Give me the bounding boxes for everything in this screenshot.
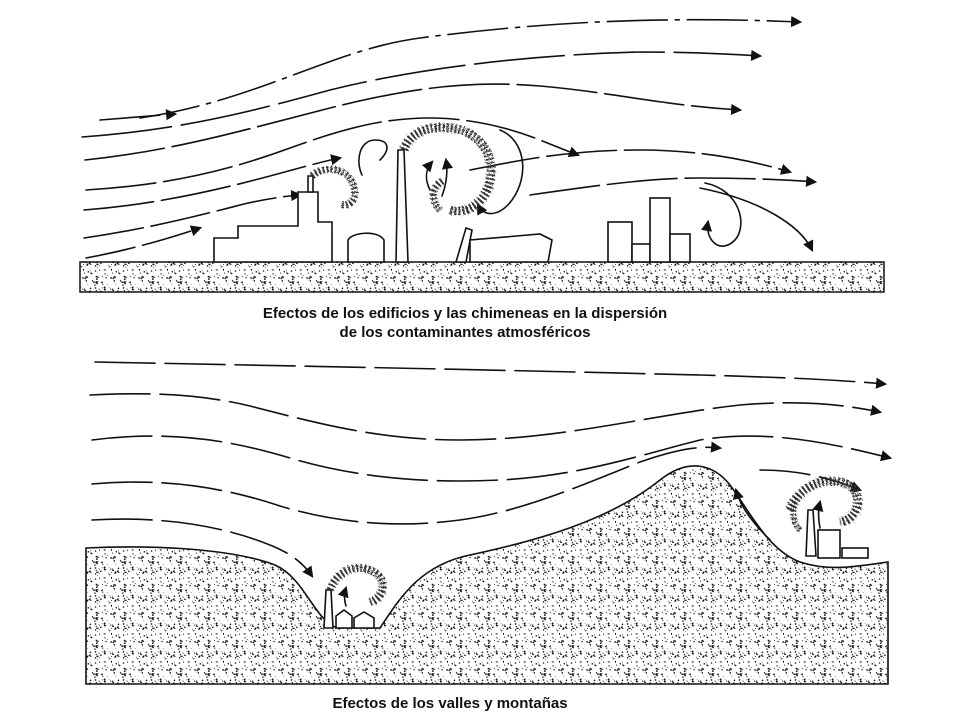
streamline <box>469 149 793 175</box>
smoke-plume-ridge <box>785 476 863 533</box>
swirl-arrow <box>337 585 349 607</box>
bottom-panel <box>85 361 893 685</box>
top-panel <box>79 16 885 293</box>
building-block <box>649 197 671 263</box>
streamline <box>732 487 771 541</box>
swirl-arrow <box>421 160 434 191</box>
building-block <box>841 547 869 559</box>
streamline <box>476 129 524 216</box>
swirl-arrow <box>812 499 824 529</box>
chimney-small <box>307 175 314 193</box>
wind-streamlines-top <box>81 16 818 259</box>
buildings-cluster-left <box>213 149 553 263</box>
streamline <box>94 361 888 389</box>
caption-buildings-line1: Efectos de los edificios y las chimeneas… <box>262 305 668 322</box>
streamline <box>85 225 203 259</box>
house <box>353 611 375 629</box>
smoke-plume <box>326 564 387 606</box>
caption-buildings: Efectos de los edificios y las chimeneas… <box>200 304 730 342</box>
ground-slab-top <box>79 261 885 293</box>
streamline <box>89 392 883 441</box>
streamline <box>91 435 893 482</box>
house <box>335 609 353 629</box>
streamline <box>139 16 803 119</box>
streamline <box>529 175 818 196</box>
building-block <box>213 191 333 263</box>
streamline <box>699 187 814 253</box>
streamline <box>81 49 763 138</box>
smoke-plume <box>430 176 446 213</box>
building-block <box>607 221 633 263</box>
valley-factory <box>323 589 375 629</box>
buildings-cluster-right <box>607 197 691 263</box>
streamline <box>99 109 178 121</box>
stack <box>323 589 334 629</box>
smoke-plume-valley <box>326 564 387 606</box>
building-block <box>817 529 841 559</box>
smoke-plume <box>785 476 863 527</box>
ridge-factory <box>805 509 869 559</box>
domed-building <box>347 232 385 263</box>
streamline <box>85 117 581 191</box>
streamline <box>83 190 303 239</box>
factory-roof <box>469 233 553 263</box>
swirl-arrow <box>441 157 453 197</box>
streamline <box>84 83 743 161</box>
caption-buildings-line2: de los contaminantes atmosféricos <box>339 324 591 341</box>
streamline <box>91 518 314 578</box>
streamline <box>91 441 723 525</box>
wind-streamlines-bottom <box>89 361 893 578</box>
streamline <box>358 139 388 176</box>
building-block <box>669 233 691 263</box>
streamline <box>83 154 343 211</box>
tall-stack <box>395 149 409 263</box>
stack <box>805 509 817 557</box>
caption-valleys: Efectos de los valles y montañas <box>332 695 568 712</box>
smoke-plume <box>790 493 803 533</box>
building-block <box>631 243 651 263</box>
leaning-stack <box>454 226 473 263</box>
smoke-plume <box>399 122 496 216</box>
terrain-profile <box>85 465 889 685</box>
smoke-plumes-top <box>309 122 496 216</box>
streamline <box>701 182 742 247</box>
